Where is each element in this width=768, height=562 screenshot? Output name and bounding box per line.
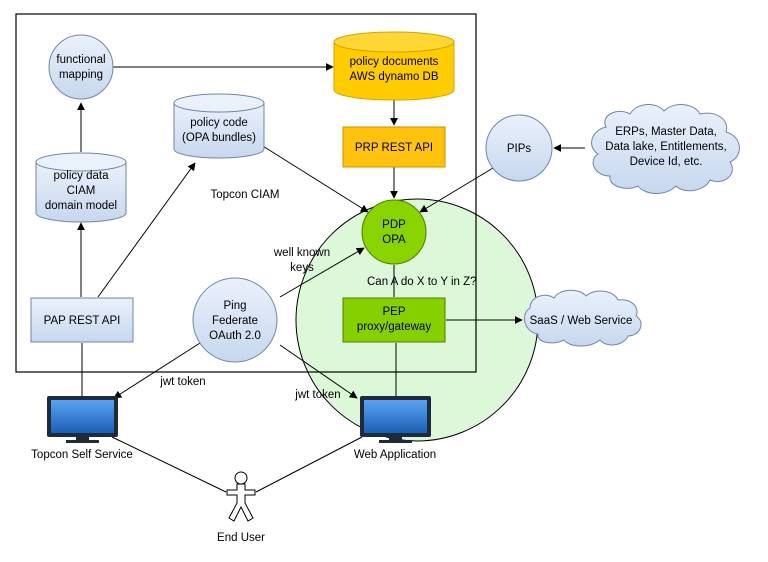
ping-federate-node: Ping Federate OAuth 2.0 [192, 277, 278, 363]
edge-selfservice-to-user [111, 436, 227, 493]
pip-sources-line3: Device Id, etc. [630, 156, 703, 168]
edge-ping-to-selfservice [113, 342, 201, 399]
policy-code-line1: policy code [190, 117, 248, 129]
pep-line2: proxy/gateway [357, 321, 431, 333]
pip-sources-cloud: ERPs, Master Data, Data lake, Entitlemen… [591, 104, 740, 194]
functional-mapping-line2: mapping [59, 69, 103, 81]
edge-policy-code-to-pdp [257, 142, 369, 213]
pips-node: PIPs [485, 114, 553, 182]
edge-ping-to-webapp [279, 344, 358, 399]
policy-code-line2: (OPA bundles) [182, 132, 256, 144]
saas-label: SaaS / Web Service [530, 315, 633, 327]
ping-line2: Federate [212, 315, 258, 327]
topcon-ciam-boundary [15, 13, 477, 373]
edge-ping-to-pdp [279, 247, 365, 298]
pip-sources-line2: Data lake, Entitlements, [605, 141, 726, 153]
web-application-monitor-icon [360, 396, 431, 443]
policy-data-line2: CIAM [67, 185, 96, 197]
web-application-label: Web Application [354, 449, 436, 461]
pips-label: PIPs [507, 143, 532, 155]
policy-documents-line2: AWS dynamo DB [349, 71, 438, 83]
policy-data-db: policy data CIAM domain model [35, 152, 127, 223]
policy-data-line3: domain model [45, 200, 117, 212]
ping-line1: Ping [223, 300, 246, 312]
authorization-question-label: Can A do X to Y in Z? [367, 276, 477, 288]
topcon-self-service-label: Topcon Self Service [31, 449, 133, 461]
pdp-line2: OPA [382, 234, 406, 246]
jwt-token-label-right: jwt token [294, 389, 340, 401]
pap-label: PAP REST API [44, 315, 121, 327]
ping-line3: OAuth 2.0 [209, 330, 261, 342]
functional-mapping-line1: functional [56, 54, 105, 66]
topcon-self-service-monitor-icon [47, 396, 118, 443]
saas-cloud: SaaS / Web Service [523, 289, 642, 347]
topcon-ciam-label: Topcon CIAM [210, 189, 279, 201]
connectors [77, 63, 585, 493]
prp-label: PRP REST API [355, 142, 433, 154]
pep-proxy-box: PEP proxy/gateway [342, 297, 446, 343]
well-known-keys-line1: well known [273, 247, 330, 259]
end-user-icon [226, 471, 256, 522]
end-user-label: End User [217, 532, 265, 544]
well-known-keys-line2: keys [290, 262, 314, 274]
prp-rest-api-box: PRP REST API [342, 126, 446, 168]
edge-webapp-to-user [255, 436, 363, 493]
pap-rest-api-box: PAP REST API [30, 297, 134, 343]
pep-line1: PEP [382, 306, 405, 318]
pip-sources-line1: ERPs, Master Data, [615, 126, 717, 138]
policy-documents-line1: policy documents [350, 56, 439, 68]
policy-code-db: policy code (OPA bundles) [173, 93, 265, 159]
edge-pap-to-policy-code [97, 162, 196, 298]
jwt-token-label-left: jwt token [159, 376, 205, 388]
policy-documents-db: policy documents AWS dynamo DB [333, 31, 455, 101]
pdp-line1: PDP [382, 219, 406, 231]
pdp-node: PDP OPA [361, 199, 427, 265]
policy-data-line1: policy data [54, 170, 110, 182]
edge-pips-to-pdp [419, 164, 499, 213]
functional-mapping-node: functional mapping [48, 34, 114, 100]
